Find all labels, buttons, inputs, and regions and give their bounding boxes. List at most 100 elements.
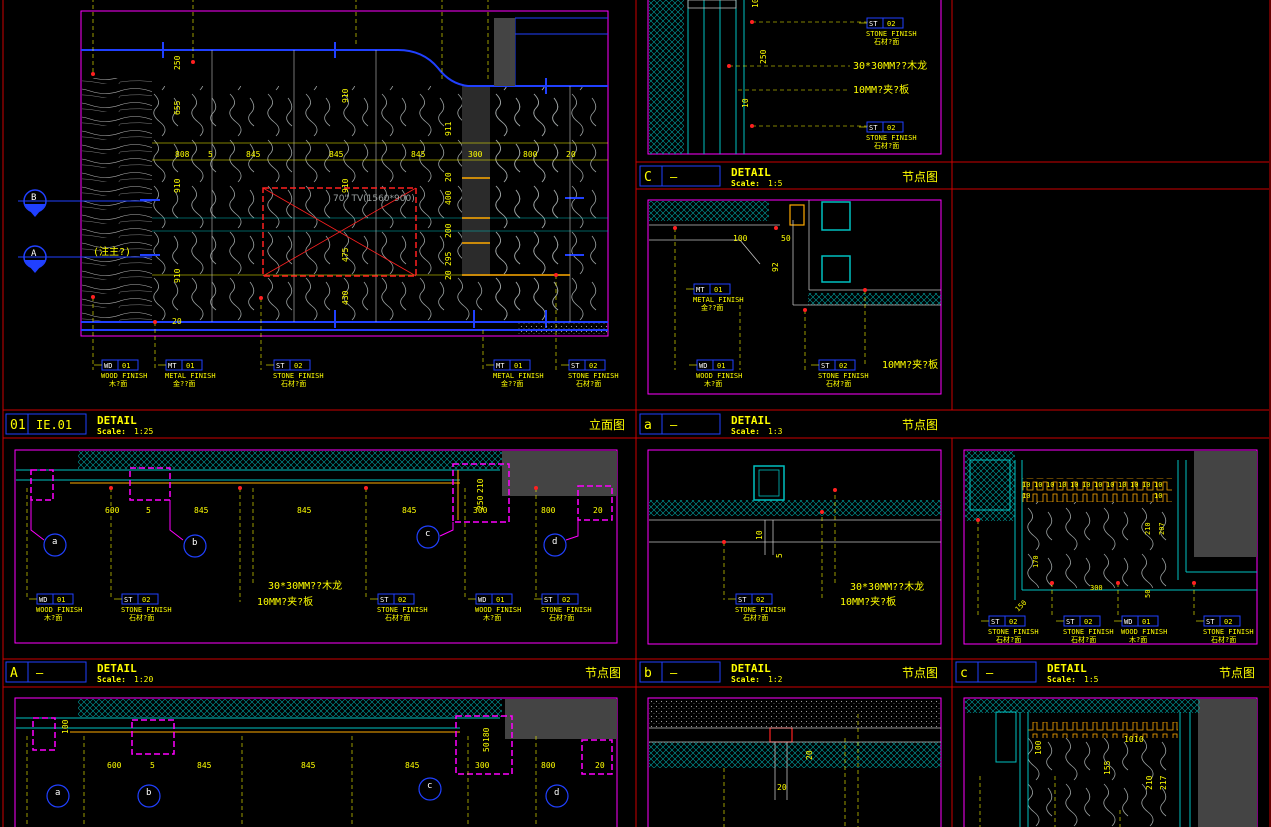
dim-text: 300 (473, 506, 488, 515)
dim-text: 655 (173, 100, 182, 115)
tag-cn: 木?面 (109, 379, 127, 388)
dim-text: 207 (1158, 522, 1166, 535)
tag-num-box (709, 283, 731, 295)
tag-cn: 石材?面 (826, 379, 851, 388)
title-cn: 节点图 (902, 666, 938, 680)
tag-code: ST (738, 596, 747, 604)
tag-num: 01 (122, 362, 130, 370)
tag-en: METAL FINISH (693, 296, 744, 304)
dim-text: 20 (444, 172, 453, 182)
tag-num: 01 (714, 286, 722, 294)
section-mark-b: B (18, 189, 152, 217)
tag-num: 02 (589, 362, 597, 370)
dim-text: 10 (751, 0, 760, 8)
tag-code: MT (168, 362, 177, 370)
tag-en: STONE FINISH (866, 134, 917, 142)
tag-code: MT (496, 362, 505, 370)
tag-num: 02 (1224, 618, 1232, 626)
dim-text: 20 (172, 317, 182, 326)
detail-note: 30*30MM??木龙 (853, 59, 927, 72)
dim-text: 180 (482, 727, 491, 742)
tag-en: STONE FINISH (818, 372, 869, 380)
detail-note: 10MM?夹?板 (257, 595, 313, 608)
tag-en: METAL FINISH (493, 372, 544, 380)
dim-text: 92 (771, 262, 780, 272)
dim-text: 10 (741, 98, 750, 108)
tag-code: ST (380, 596, 389, 604)
dim-text: 10 (1106, 481, 1114, 489)
dim-text: 10 (1058, 481, 1066, 489)
dim-text: 910 (173, 268, 182, 283)
dim-text: 800 (523, 150, 538, 159)
tag-code: WD (39, 596, 47, 604)
tag-num-box (1079, 615, 1101, 627)
tag-num-box (834, 359, 856, 371)
tag-num-box (751, 593, 773, 605)
detail-note: 10MM?夹?板 (853, 83, 909, 96)
dim-text: 300 (475, 761, 490, 770)
title-scale: 1:20 (134, 675, 153, 684)
dim-text: 10 (1082, 481, 1090, 489)
dim-text: 845 (329, 150, 344, 159)
title-scale: 1:25 (134, 427, 153, 436)
dim-text: 10 (1094, 481, 1102, 489)
tag-cn: 金??面 (501, 379, 523, 388)
detail-b-drawing: 10 5 30*30MM??木龙 10MM?夹?板 (647, 449, 942, 645)
dim-text: 250 (759, 49, 768, 64)
tag-num: 02 (398, 596, 406, 604)
tag-num-box (509, 359, 531, 371)
tag-en: WOOD FINISH (475, 606, 521, 614)
dim-text: 10 (1154, 481, 1162, 489)
tag-num-box (584, 359, 606, 371)
title-number: C (644, 170, 652, 185)
tag-cn: 木?面 (483, 613, 501, 622)
dim-text: 100 (733, 234, 748, 243)
title-detail-word: DETAIL (97, 414, 137, 427)
detail-note: 10MM?夹?板 (882, 358, 938, 371)
detail-bubble-label: c (427, 781, 432, 791)
dim-text: 808 (175, 150, 190, 159)
title-number: 01 (10, 418, 26, 433)
tag-code: WD (1124, 618, 1132, 626)
tag-num: 02 (839, 362, 847, 370)
title-scale-label: Scale: (97, 427, 126, 436)
tag-cn: 石材?面 (549, 613, 574, 622)
title-scale-label: Scale: (1047, 675, 1076, 684)
tag-cn: 金??面 (173, 379, 195, 388)
dim-text: 10 (1154, 492, 1162, 500)
dim-text: 300 (1090, 584, 1103, 592)
tag-cn: 石材?面 (743, 613, 768, 622)
title-detail-word: DETAIL (731, 414, 771, 427)
tag-cn: 石材?面 (576, 379, 601, 388)
title-scale: 1:5 (768, 179, 783, 188)
tag-cn: 石材?面 (996, 635, 1021, 644)
tag-cn: 石材?面 (1071, 635, 1096, 644)
tag-en: WOOD FINISH (1121, 628, 1167, 636)
title-number: c (960, 666, 968, 681)
title-ref: — (670, 666, 678, 680)
tag-num-box (1004, 615, 1026, 627)
tag-cn: 金??面 (701, 303, 723, 312)
tag-code: ST (124, 596, 133, 604)
tag-en: STONE FINISH (541, 606, 592, 614)
dim-text: 100 (61, 719, 70, 734)
dim-text: 20 (805, 750, 814, 760)
dim-text: 250 (173, 55, 182, 70)
title-number: b (644, 666, 652, 681)
section-a-drawing: a b c d 600 5 845 845 845 300 800 20 210… (14, 449, 618, 644)
title-scale: 1:5 (1084, 675, 1099, 684)
dim-text: 910 (173, 178, 182, 193)
title-ref: — (36, 666, 44, 680)
title-scale-label: Scale: (731, 427, 760, 436)
detail-note: 30*30MM??木龙 (850, 580, 924, 593)
